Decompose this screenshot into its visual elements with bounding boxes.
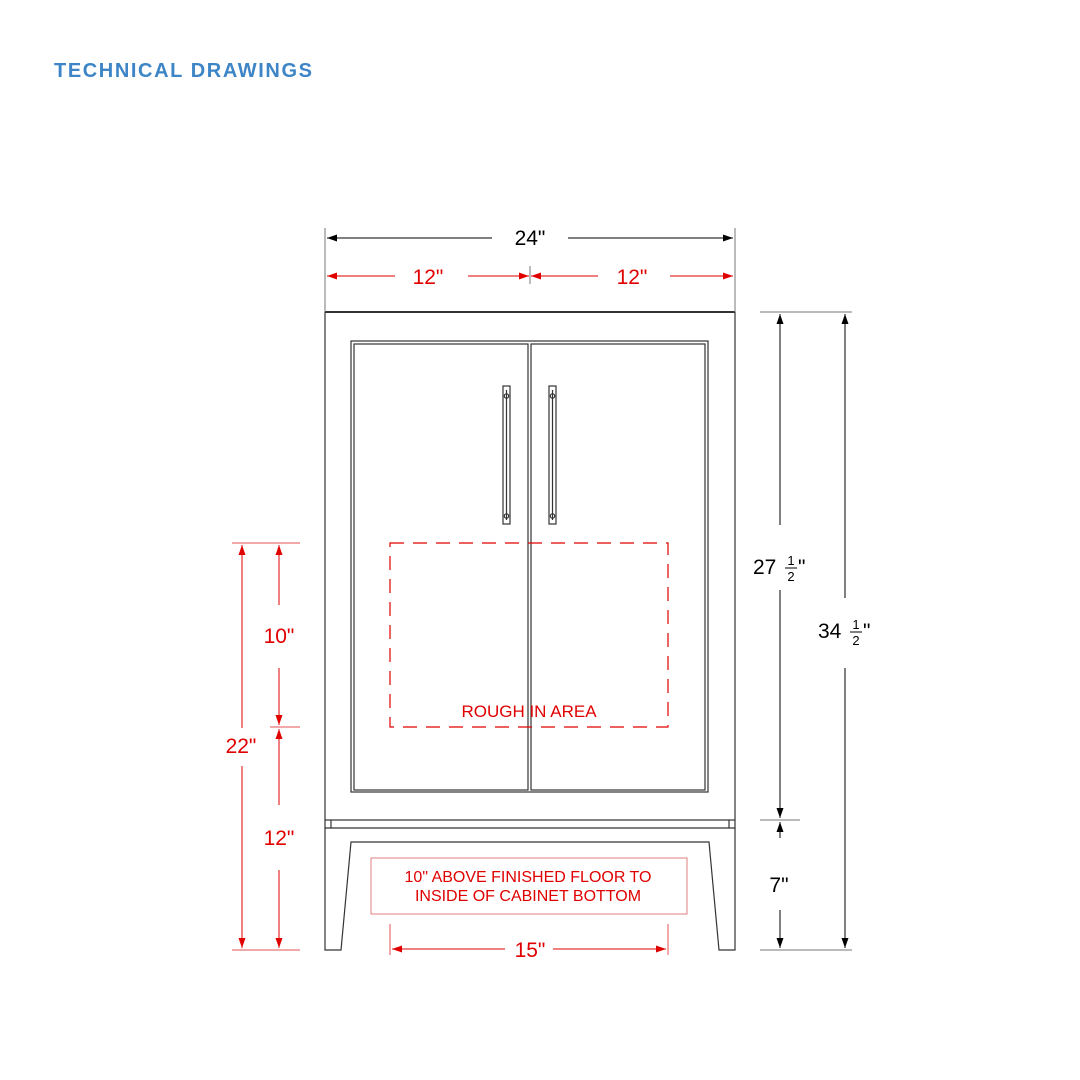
note-line-1: 10" ABOVE FINISHED FLOOR TO	[405, 869, 652, 886]
dim-cabinet-height: 27 1 2 "	[753, 314, 805, 818]
dim-overall-height-inch: "	[863, 620, 870, 643]
dim-floor-to-rough-in-label: 12"	[264, 827, 295, 850]
dim-overall-height: 34 1 2 "	[818, 314, 870, 948]
dim-left-half-width-label: 12"	[413, 266, 444, 289]
cabinet-body	[324, 311, 736, 821]
door-frame	[350, 340, 709, 793]
dim-overall-width-label: 24"	[515, 227, 546, 250]
bottom-rail	[324, 820, 736, 829]
dim-floor-to-rough-in-top-label: 22"	[226, 735, 257, 758]
dim-left-half-width: 12"	[327, 266, 529, 289]
dim-floor-to-rough-in: 12"	[264, 729, 295, 948]
dim-overall-height-whole: 34	[818, 620, 842, 643]
left-door-handle	[502, 385, 511, 525]
dim-rough-in-height: 10"	[264, 545, 295, 725]
right-door	[530, 343, 706, 791]
left-door	[353, 343, 529, 791]
dim-rough-in-height-label: 10"	[264, 625, 295, 648]
right-door-handle	[548, 385, 557, 525]
dim-overall-height-num: 1	[852, 617, 859, 632]
dim-cabinet-height-den: 2	[787, 569, 794, 584]
note-box	[370, 857, 688, 915]
dim-overall-width: 24"	[327, 227, 733, 250]
dim-cabinet-height-num: 1	[787, 553, 794, 568]
dim-right-half-width-label: 12"	[617, 266, 648, 289]
dim-leg-height: 7"	[769, 822, 789, 948]
cabinet-outline	[324, 311, 736, 951]
dim-right-half-width: 12"	[531, 266, 733, 289]
note-line-2: INSIDE OF CABINET BOTTOM	[415, 888, 641, 905]
cabinet-base	[324, 828, 736, 951]
rough-in-area	[389, 542, 669, 728]
dim-floor-to-rough-in-top: 22"	[226, 545, 257, 948]
dim-cabinet-height-inch: "	[798, 556, 805, 579]
dim-cabinet-height-whole: 27	[753, 556, 776, 579]
rough-in-area-label: ROUGH IN AREA	[461, 702, 597, 721]
dim-overall-height-den: 2	[852, 633, 859, 648]
dim-rough-in-width-label: 15"	[515, 939, 546, 962]
dim-leg-height-label: 7"	[769, 874, 788, 897]
page-title: TECHNICAL DRAWINGS	[54, 60, 314, 82]
dim-rough-in-width: 15"	[392, 939, 666, 962]
